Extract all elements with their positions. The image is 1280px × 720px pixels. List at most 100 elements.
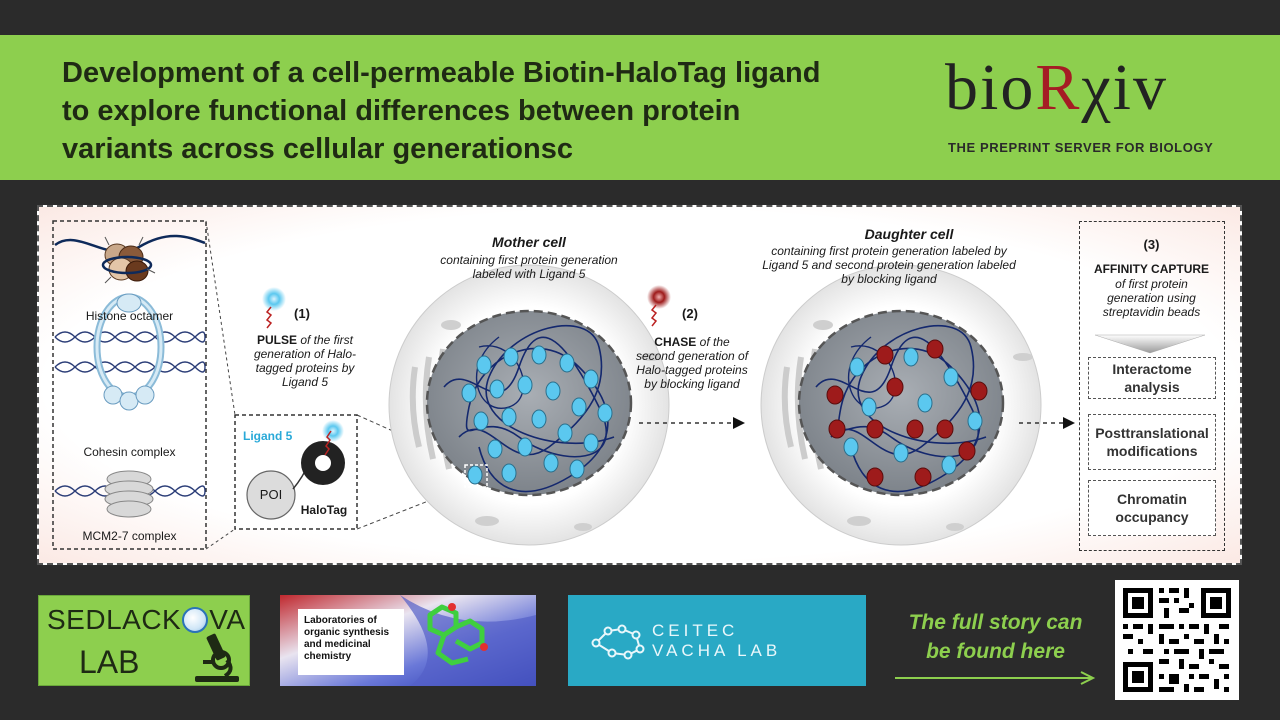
step-1-line-2: generation of Halo- — [253, 347, 357, 361]
sed-text-end: VA — [209, 604, 246, 635]
mother-cell-drawing — [388, 264, 670, 546]
mother-cell-desc: containing first protein generation labe… — [379, 253, 679, 281]
step-1-line-3: tagged proteins by — [255, 361, 355, 375]
daughter-cell-drawing — [760, 264, 1042, 546]
vacha-lab-word: VACHA LAB — [652, 641, 782, 660]
mother-cell-title: Mother cell — [492, 234, 566, 250]
result-3-line-2: occupancy — [1115, 509, 1189, 525]
step-1-keyword: PULSE — [256, 333, 297, 347]
capture-down-arrow — [1094, 334, 1206, 354]
left-panel-frame — [52, 220, 207, 550]
cohesin-ring-icon — [93, 293, 165, 411]
result-1-line-1: Interactome — [1112, 361, 1192, 377]
labs-line-2: organic synthesis — [304, 627, 390, 638]
brand-r: R — [1035, 51, 1082, 124]
chase-ligand-linker — [650, 304, 658, 327]
result-2-line-2: modifications — [1106, 443, 1198, 459]
result-interactome: Interactome analysis — [1088, 357, 1216, 399]
sedlackova-lab-word: LAB — [79, 644, 140, 680]
step-2-line-4: by blocking ligand — [644, 377, 740, 391]
step-1-line-4: Ligand 5 — [281, 375, 329, 389]
organic-synthesis-lab-logo[interactable]: Laboratories of organic synthesis and me… — [280, 595, 536, 686]
ceitec-vacha-lab-logo[interactable]: CEITEC VACHA LAB — [568, 595, 866, 686]
poi-circle — [246, 470, 296, 520]
daughter-cell-title: Daughter cell — [864, 226, 954, 242]
step-1-number: (1) — [294, 306, 310, 321]
daughter-line-1: containing first protein generation labe… — [771, 244, 1007, 258]
daughter-line-3: by blocking ligand — [841, 272, 937, 286]
mother-line-1: containing first protein generation — [440, 253, 618, 267]
result-posttranslational: Posttranslational modifications — [1088, 414, 1216, 470]
story-line-1: The full story can — [908, 611, 1083, 634]
step-1-line-1: of the first — [300, 333, 354, 347]
step-2-line-2: second generation of — [635, 349, 749, 363]
daughter-blocking-red-proteins — [826, 339, 988, 487]
brand-suffix: χiv — [1081, 51, 1169, 124]
microscope-icon — [195, 633, 239, 682]
daughter-line-2: Ligand 5 and second protein generation l… — [762, 258, 1016, 272]
step-3-number: (3) — [1143, 237, 1160, 252]
labs-text-card: Laboratories of organic synthesis and me… — [298, 609, 404, 675]
title-line-2: to explore functional differences betwee… — [62, 95, 741, 127]
result-1-line-2: analysis — [1124, 379, 1180, 395]
step-3-line-2: generation using — [1107, 291, 1196, 305]
step-3-line-3: streptavidin beads — [1102, 305, 1201, 319]
chase-ligand-glow — [647, 285, 671, 309]
affinity-capture-box: (3) AFFINITY CAPTURE of first protein ge… — [1079, 221, 1225, 551]
result-chromatin: Chromatin occupancy — [1088, 480, 1216, 536]
qr-code[interactable] — [1115, 580, 1239, 700]
step-2-line-3: Halo-tagged proteins — [636, 363, 748, 377]
sedlackova-wordmark: SEDLACK VA — [47, 604, 246, 636]
step-2-text: CHASE of the second generation of Halo-t… — [617, 335, 767, 391]
step-2-keyword: CHASE — [654, 335, 697, 349]
ceitec-word: CEITEC — [652, 621, 739, 640]
result-3-line-1: Chromatin — [1116, 491, 1187, 507]
full-story-callout: The full story can be found here — [893, 608, 1098, 666]
pulse-ligand-linker — [265, 306, 273, 329]
page-title: Development of a cell-permeable Biotin-H… — [62, 54, 912, 168]
daughter-ligand-blue-proteins — [843, 347, 983, 475]
ligand-5-label: Ligand 5 — [243, 429, 293, 443]
brand-tagline: THE PREPRINT SERVER FOR BIOLOGY — [948, 140, 1214, 155]
labs-line-1: Laboratories of — [304, 615, 377, 626]
story-line-2: be found here — [926, 640, 1065, 663]
title-line-3: variants across cellular generationsc — [62, 133, 573, 165]
title-line-1: Development of a cell-permeable Biotin-H… — [62, 57, 821, 89]
network-icon — [591, 624, 645, 660]
header-band — [0, 35, 1280, 180]
halotag-label: HaloTag — [300, 503, 348, 517]
step-3-keyword: AFFINITY CAPTURE — [1093, 262, 1210, 276]
step-1-text: PULSE of the first generation of Halo- t… — [235, 333, 375, 389]
ligand-glow-small — [322, 420, 344, 442]
diagram-drawing — [52, 220, 1206, 550]
mcm-complex-icon — [104, 470, 154, 518]
step-3-desc: of first protein generation using strept… — [1080, 277, 1223, 319]
arrow-1-head — [733, 417, 745, 429]
daughter-cell-desc: containing first protein generation labe… — [729, 244, 1049, 286]
story-arrow-icon — [895, 671, 1096, 685]
pulse-ligand-glow — [262, 287, 286, 311]
biorxiv-logo[interactable]: bioRχiv THE PREPRINT SERVER FOR BIOLOGY — [945, 50, 1235, 160]
brand-prefix: bio — [945, 51, 1036, 124]
zoom-highlight-box — [464, 464, 488, 488]
step-2-number: (2) — [682, 306, 698, 321]
arrow-2-head — [1063, 417, 1075, 429]
mcm-label: MCM2-7 complex — [82, 529, 177, 543]
histone-label: Histone octamer — [85, 309, 174, 323]
poi-label: POI — [259, 487, 283, 502]
mother-ligand-blue-proteins — [461, 345, 613, 485]
sedlackova-lab-logo[interactable]: SEDLACK VA LAB — [38, 595, 250, 686]
labs-line-4: chemistry — [304, 651, 352, 662]
globe-icon — [182, 607, 209, 633]
mother-line-2: labeled with Ligand 5 — [472, 267, 586, 281]
graphical-abstract: Histone octamer Cohesin complex MCM2-7 c… — [37, 205, 1242, 565]
biorxiv-wordmark: bioRχiv — [945, 50, 1168, 126]
step-2-line-1: of the — [699, 335, 730, 349]
histone-octamer-icon — [54, 234, 206, 284]
labs-line-3: and medicinal — [304, 639, 371, 650]
cohesin-dna-icon — [54, 331, 206, 373]
step-3-line-1: of first protein — [1115, 277, 1188, 291]
sed-text-start: SEDLACK — [47, 604, 182, 635]
result-2-line-1: Posttranslational — [1095, 425, 1209, 441]
